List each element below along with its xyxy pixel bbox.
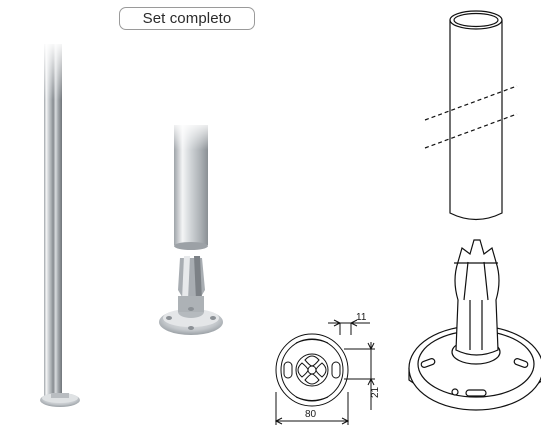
- dimension-label-21: 21: [370, 386, 381, 398]
- base-plan-drawing: [274, 319, 375, 425]
- dimension-label-11: 11: [356, 312, 367, 323]
- full-post-photo: [40, 40, 80, 407]
- dimension-label-80: 80: [305, 409, 317, 420]
- set-completo-badge: Set completo: [119, 7, 255, 30]
- tube-line-drawing: [424, 10, 518, 221]
- detail-photo: [159, 120, 223, 335]
- base-fitting-line-drawing: [408, 239, 541, 411]
